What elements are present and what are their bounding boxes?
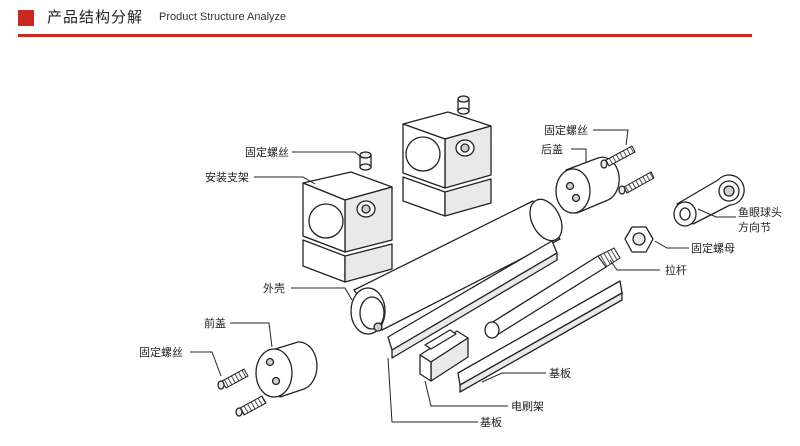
base-plate-lower bbox=[457, 280, 623, 393]
section-header: 产品结构分解 Product Structure Analyze bbox=[0, 0, 800, 40]
label-base-plate-right: 基板 bbox=[549, 366, 571, 380]
label-brush-holder: 电刷架 bbox=[511, 400, 544, 413]
label-nut: 固定螺母 bbox=[691, 241, 735, 255]
rear-cover bbox=[555, 156, 620, 214]
housing-tube bbox=[350, 198, 563, 335]
label-front-cover: 前盖 bbox=[204, 316, 226, 330]
label-base-plate-bottom: 基板 bbox=[480, 415, 502, 429]
screw-top-right bbox=[457, 95, 470, 115]
brush-holder bbox=[419, 329, 469, 382]
header-accent-square bbox=[18, 10, 34, 26]
rear-cover-screws bbox=[600, 145, 655, 195]
front-cover-screws bbox=[217, 368, 267, 417]
section-subtitle: Product Structure Analyze bbox=[159, 11, 287, 23]
leader-lines bbox=[190, 129, 736, 423]
header-rule bbox=[18, 34, 752, 37]
base-plate-upper bbox=[387, 240, 558, 359]
front-cover bbox=[255, 341, 318, 398]
mount-bracket-left bbox=[302, 171, 393, 283]
label-pull-rod: 拉杆 bbox=[665, 263, 687, 277]
rod-end-ball-joint bbox=[673, 174, 745, 227]
label-housing: 外壳 bbox=[263, 281, 285, 295]
label-front-screw: 固定螺丝 bbox=[139, 345, 183, 359]
hex-nut bbox=[624, 226, 654, 253]
label-mount-bracket: 安装支架 bbox=[205, 170, 249, 184]
label-rear-cover-screw: 固定螺丝 bbox=[544, 123, 588, 137]
section-title: 产品结构分解 bbox=[47, 8, 144, 26]
label-screw-top: 固定螺丝 bbox=[245, 145, 289, 159]
label-rod-end-line1: 鱼眼球头 bbox=[738, 205, 782, 219]
screw-top-left bbox=[359, 151, 372, 171]
label-rod-end-line2: 方向节 bbox=[738, 220, 771, 234]
label-rear-cover: 后盖 bbox=[541, 142, 563, 156]
pull-rod bbox=[484, 247, 621, 339]
mount-bracket-right bbox=[402, 111, 492, 217]
